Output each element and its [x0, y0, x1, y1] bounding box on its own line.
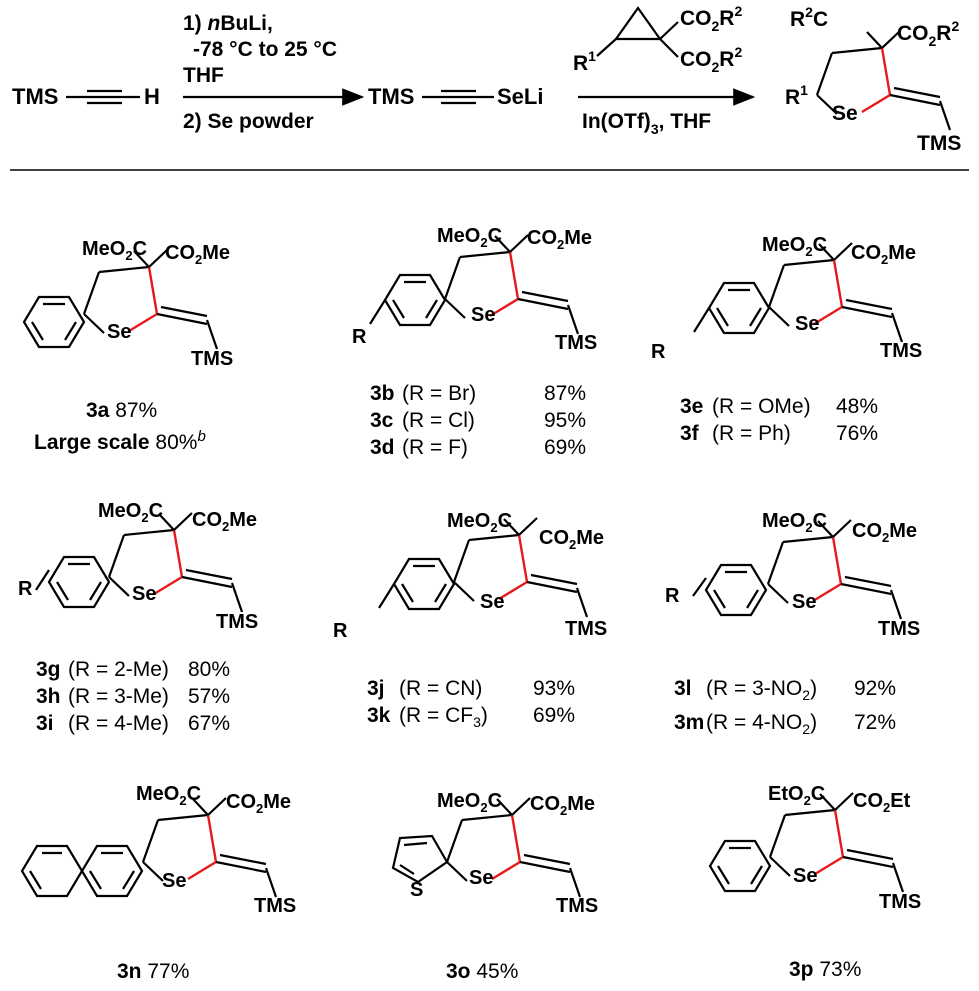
svg-text:Se: Se — [795, 313, 819, 335]
svg-text:EtO2C: EtO2C — [768, 783, 825, 808]
caption-3a-large-scale: Large scale 80%b — [34, 428, 206, 454]
svg-text:R: R — [651, 341, 666, 363]
step1-temperature: -78 °C to 25 °C — [193, 38, 337, 61]
general-product-r1: R1 — [785, 82, 808, 109]
svg-text:R: R — [352, 326, 367, 348]
svg-text:Se: Se — [792, 591, 816, 613]
general-product-se: Se — [832, 102, 858, 125]
structure-3l-3m: R MeO2C CO2Me Se TMS — [665, 510, 920, 640]
svg-text:MeO2C: MeO2C — [762, 510, 827, 535]
catalyst-label: In(OTf)3, THF — [582, 110, 711, 137]
step1-conditions: 1) nBuLi, — [183, 12, 273, 35]
svg-text:TMS: TMS — [555, 332, 597, 354]
caption-3e-3f: 3e(R = OMe)48% 3f(R = Ph)76% — [680, 395, 879, 445]
general-product-tms: TMS — [917, 132, 961, 155]
svg-text:CO2Me: CO2Me — [192, 509, 257, 534]
svg-text:R: R — [18, 578, 33, 600]
caption-3p: 3p 73% — [789, 958, 862, 981]
svg-text:Se: Se — [471, 304, 495, 326]
cyclopropane-r1: R1 — [573, 48, 596, 75]
svg-text:CO2Et: CO2Et — [853, 790, 911, 815]
structure-3e-3f: R MeO2C CO2Me Se TMS — [651, 234, 922, 363]
svg-text:Se: Se — [480, 591, 504, 613]
svg-text:TMS: TMS — [254, 895, 296, 917]
structure-3n: MeO2C CO2Me Se TMS — [20, 783, 296, 917]
svg-text:TMS: TMS — [878, 618, 920, 640]
structure-3g-3i: R MeO2C CO2Me Se TMS — [18, 500, 258, 633]
general-product-ester-left: R2C — [790, 4, 828, 31]
cyclopropane-ester-bottom: CO2R2 — [680, 44, 742, 75]
caption-3g-3i: 3g(R = 2-Me)80% 3h(R = 3-Me)57% 3i(R = 4… — [36, 658, 231, 735]
svg-text:MeO2C: MeO2C — [437, 225, 502, 250]
structure-3p: EtO2C CO2Et Se TMS — [708, 783, 921, 913]
cyclopropane-ester-top: CO2R2 — [680, 3, 742, 34]
alkyne-triple-bond — [66, 89, 140, 105]
svg-text:MeO2C: MeO2C — [762, 234, 827, 259]
svg-text:MeO2C: MeO2C — [98, 500, 163, 525]
svg-text:MeO2C: MeO2C — [136, 783, 201, 808]
structure-3o: S MeO2C CO2Me Se TMS — [391, 790, 598, 917]
svg-text:CO2Me: CO2Me — [530, 793, 595, 818]
svg-text:TMS: TMS — [216, 611, 258, 633]
step1-solvent: THF — [183, 64, 224, 87]
svg-text:TMS: TMS — [191, 348, 233, 370]
svg-text:MeO2C: MeO2C — [447, 510, 512, 535]
svg-text:TMS: TMS — [879, 891, 921, 913]
caption-3n: 3n 77% — [117, 960, 190, 983]
svg-text:Se: Se — [107, 321, 131, 343]
cyclopropane-structure — [596, 6, 679, 58]
svg-text:CO2Me: CO2Me — [527, 227, 592, 252]
svg-text:Se: Se — [793, 865, 817, 887]
caption-3a: 3a 87% — [86, 399, 158, 422]
svg-text:Se: Se — [132, 583, 156, 605]
caption-3o: 3o 45% — [446, 960, 519, 983]
svg-text:Se: Se — [469, 867, 493, 889]
tms-reagent-label: TMS — [12, 84, 58, 109]
svg-text:CO2Me: CO2Me — [539, 527, 604, 552]
svg-text:MeO2C: MeO2C — [82, 238, 147, 263]
svg-text:S: S — [410, 879, 423, 901]
svg-text:MeO2C: MeO2C — [437, 790, 502, 815]
general-product-ester-right: CO2R2 — [897, 18, 959, 49]
svg-text:R: R — [333, 620, 348, 642]
structure-3a: MeO2C CO2Me Se TMS — [22, 238, 233, 370]
caption-3b-3d: 3b(R = Br)87% 3c(R = Cl)95% 3d(R = F)69% — [370, 382, 587, 459]
svg-text:R: R — [665, 585, 680, 607]
svg-text:CO2Me: CO2Me — [165, 242, 230, 267]
svg-text:CO2Me: CO2Me — [852, 520, 917, 545]
svg-text:CO2Me: CO2Me — [851, 242, 916, 267]
svg-text:TMS: TMS — [556, 895, 598, 917]
structure-3b-3d: R MeO2C CO2Me Se TMS — [352, 225, 597, 354]
intermediate-tms-label: TMS — [368, 84, 414, 109]
svg-text:TMS: TMS — [565, 618, 607, 640]
step2-conditions: 2) Se powder — [183, 110, 314, 133]
svg-text:TMS: TMS — [880, 340, 922, 362]
caption-3j-3k: 3j(R = CN)93% 3k(R = CF3)69% — [367, 677, 576, 731]
svg-text:CO2Me: CO2Me — [226, 791, 291, 816]
caption-3l-3m: 3l(R = 3-NO2)92% 3m(R = 4-NO2)72% — [674, 677, 897, 738]
thiophene-ring — [391, 834, 449, 884]
intermediate-seli-label: SeLi — [497, 84, 543, 109]
hydrogen-label: H — [144, 84, 160, 109]
intermediate-triple-bond — [422, 89, 494, 105]
structure-3j-3k: R MeO2C CO2Me Se TMS — [333, 510, 607, 642]
svg-text:Se: Se — [162, 870, 186, 892]
